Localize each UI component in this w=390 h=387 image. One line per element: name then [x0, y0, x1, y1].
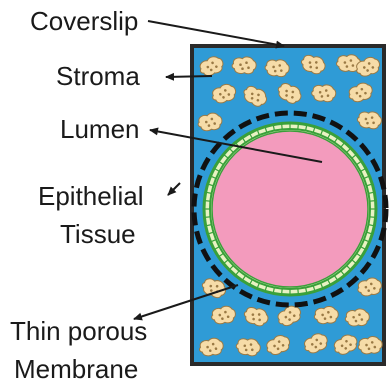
label-membrane-line1: Thin porous — [10, 316, 147, 346]
label-membrane-line2: Membrane — [14, 354, 138, 384]
arrow-epithelial — [168, 183, 180, 195]
epithelial-cell-tick — [298, 123, 299, 129]
epithelial-cell-tick — [370, 217, 376, 218]
label-lumen: Lumen — [60, 114, 140, 144]
arrow-stroma — [166, 76, 212, 77]
stroma-cell — [232, 57, 256, 74]
epithelial-cell-tick — [298, 289, 299, 295]
lumen-circle — [212, 131, 368, 287]
epithelial-cell-tick — [204, 201, 210, 202]
label-coverslip: Coverslip — [30, 6, 138, 36]
label-epithelial-line2: Tissue — [60, 219, 136, 249]
epithelial-cell-tick — [282, 123, 283, 129]
epithelial-cell-tick — [370, 201, 376, 202]
epithelial-cell-tick — [204, 217, 210, 218]
epithelial-cell-tick — [282, 289, 283, 295]
stroma-cell — [311, 84, 336, 102]
label-stroma: Stroma — [56, 61, 140, 91]
arrow-coverslip — [148, 21, 284, 46]
label-epithelial-line1: Epithelial — [38, 181, 144, 211]
